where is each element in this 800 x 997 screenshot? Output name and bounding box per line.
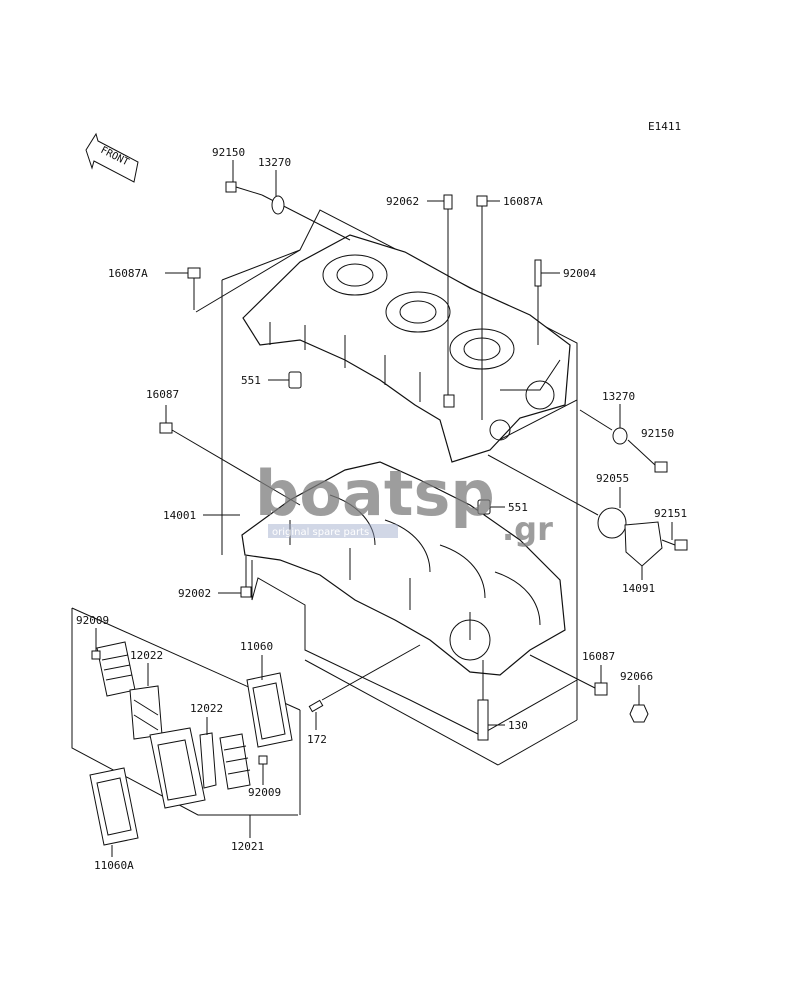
part-label: 16087A (108, 267, 148, 280)
watermark-main: boatsp (255, 457, 495, 530)
part-label: 16087 (582, 650, 615, 663)
part-label: 12022 (190, 702, 223, 715)
part-labels: 92150 13270 92062 16087A 16087A 92004 55… (76, 146, 687, 872)
part-label: 16087 (146, 388, 179, 401)
gasket-13270-right (579, 404, 628, 445)
part-label: 12021 (231, 840, 264, 853)
plug-16087A-left (187, 267, 201, 310)
part-label: 13270 (602, 390, 635, 403)
watermark-suffix: .gr (502, 510, 553, 548)
reed-block-right (219, 733, 251, 790)
bolt-92150-top (225, 181, 351, 241)
part-label: 92066 (620, 670, 653, 683)
part-label: 92009 (76, 614, 109, 627)
oring-92055 (487, 454, 627, 539)
part-label: 92150 (212, 146, 245, 159)
gasket-11060A (89, 767, 139, 846)
part-label: 551 (241, 374, 261, 387)
part-label: 16087A (503, 195, 543, 208)
gasket-11060 (246, 672, 293, 748)
bolt-92150-right (627, 439, 668, 473)
screw-92009-left (91, 650, 101, 660)
watermark: boatsp .gr original spare parts (255, 457, 553, 548)
bolt-92002 (240, 556, 252, 598)
part-label: 92002 (178, 587, 211, 600)
part-label: 13270 (258, 156, 291, 169)
watermark-tagline: original spare parts (272, 527, 369, 538)
bolt-130 (477, 660, 489, 741)
part-label: 12022 (130, 649, 163, 662)
lower-crankcase (241, 461, 566, 676)
reed-plate-12022-mid (199, 732, 217, 789)
part-label: 92004 (563, 267, 596, 280)
front-arrow-icon: FRONT (85, 132, 139, 183)
reed-block-left (96, 641, 136, 697)
part-label: 130 (508, 719, 528, 732)
gasket-13270-top (271, 170, 285, 215)
part-label: 14091 (622, 582, 655, 595)
part-label: 92062 (386, 195, 419, 208)
lower-crankcase-frame (221, 400, 578, 766)
part-label: 172 (307, 733, 327, 746)
reed-cage (149, 727, 206, 809)
pin-172 (308, 644, 421, 713)
part-label: 92150 (641, 427, 674, 440)
part-label: 14001 (163, 509, 196, 522)
upper-crankcase (242, 234, 571, 463)
leader-lines (95, 160, 673, 857)
dowel-551-left (288, 371, 302, 389)
reed-plate-12022-left (129, 685, 163, 740)
bolt-92151 (661, 539, 688, 551)
screw-92009-right (258, 755, 268, 765)
bolt-92062 (443, 194, 455, 408)
part-label: 92055 (596, 472, 629, 485)
part-label: 92151 (654, 507, 687, 520)
diagram-code: E1411 (648, 120, 681, 133)
part-label: 11060A (94, 859, 134, 872)
part-label: 551 (508, 501, 528, 514)
part-label: 11060 (240, 640, 273, 653)
nut-92066 (629, 704, 649, 723)
cover-14091 (624, 521, 663, 567)
part-label: 92009 (248, 786, 281, 799)
